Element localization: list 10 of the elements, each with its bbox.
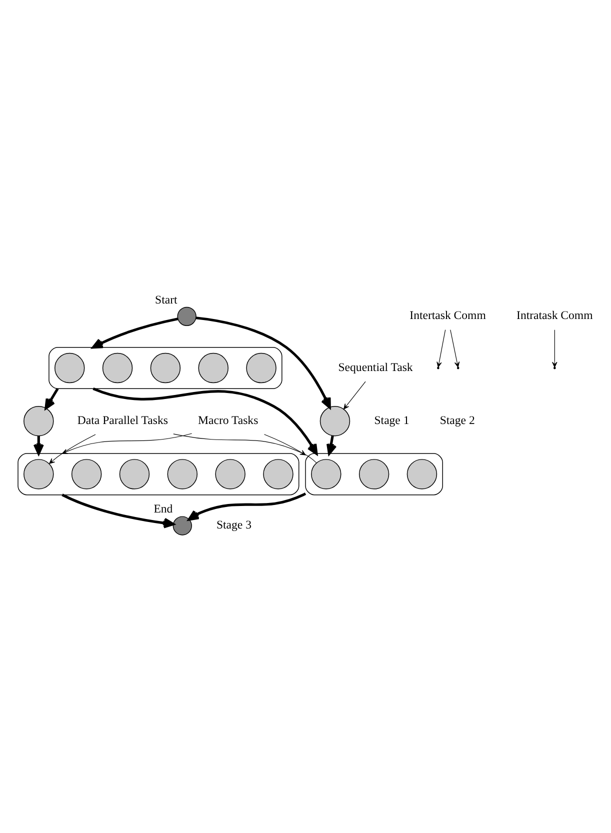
node-text: Macro Tasks (198, 412, 258, 427)
node-text: Intertask Comm (410, 308, 486, 322)
label: Stage 3 (216, 518, 252, 532)
node-label: Start (155, 292, 178, 306)
label: Stage 2 (440, 412, 475, 427)
label: Stage 1 (374, 412, 410, 427)
node-text: Sequential Task (338, 360, 413, 374)
node-label: End (154, 502, 173, 516)
node-text: Data Parallel Tasks (77, 412, 168, 427)
node-text: Intratask Comm (516, 308, 593, 322)
